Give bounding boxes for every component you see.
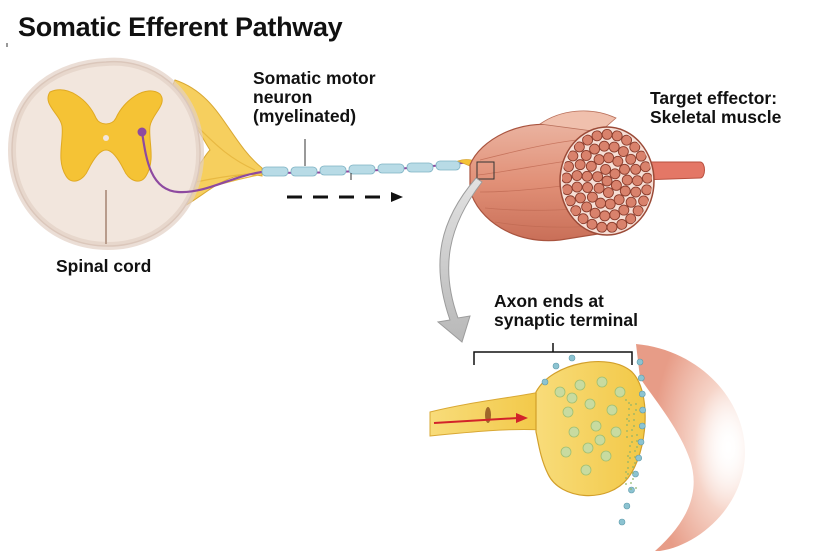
speck: [6, 43, 8, 47]
muscle-fibers: [562, 129, 652, 233]
myelin-segments: [261, 160, 461, 177]
terminal-bouton: [535, 361, 646, 497]
zoom-box: [476, 161, 495, 180]
somatic-motor-neuron-label: Somatic motor neuron (myelinated): [253, 68, 376, 126]
diagram-title: Somatic Efferent Pathway: [18, 12, 343, 42]
myelinated-axon: [259, 139, 480, 180]
spinal-cord: [7, 57, 263, 251]
direction-arrow: [287, 192, 403, 202]
neurotransmitter-dots: [625, 399, 638, 490]
motor-axon-in-root: [140, 131, 263, 194]
synaptic-terminal-label: Axon ends at synaptic terminal: [494, 291, 638, 330]
membrane-receptors: [541, 354, 646, 526]
signal-arrow: [433, 417, 519, 424]
target-muscle-tissue: [636, 344, 745, 551]
callout-arrow: [436, 177, 483, 343]
spinal-cord-label: Spinal cord: [56, 256, 152, 276]
skeletal-muscle: [469, 110, 705, 242]
synaptic-vesicles: [554, 376, 626, 476]
central-canal: [103, 135, 109, 141]
synaptic-terminal-detail: [429, 343, 819, 551]
tendon: [639, 161, 705, 181]
target-effector-label: Target effector: Skeletal muscle: [650, 88, 782, 127]
